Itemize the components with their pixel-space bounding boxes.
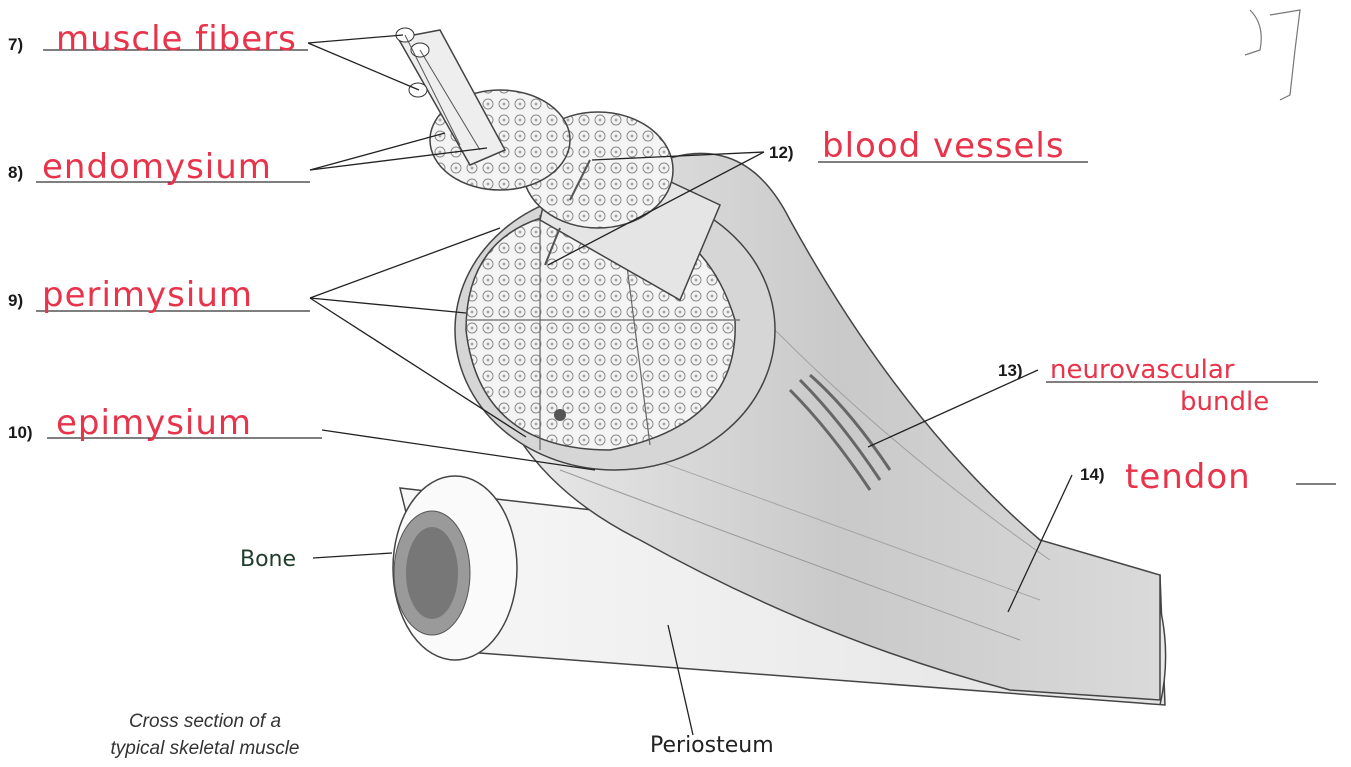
label-8: 8) endomysium bbox=[8, 147, 310, 187]
periosteum-label-text: Periosteum bbox=[650, 733, 774, 758]
caption-line-1: Cross section of a bbox=[129, 711, 281, 732]
bone-label-text: Bone bbox=[240, 547, 296, 572]
label-9-number: 9) bbox=[8, 291, 23, 310]
label-7-number: 7) bbox=[8, 35, 23, 54]
label-7: 7) muscle fibers bbox=[8, 19, 308, 59]
caption-line-2: typical skeletal muscle bbox=[110, 738, 299, 759]
label-14: 14) tendon bbox=[1080, 457, 1336, 497]
label-13-answer-line2: bundle bbox=[1180, 387, 1269, 417]
caption: Cross section of a typical skeletal musc… bbox=[110, 711, 299, 759]
label-12: 12) blood vessels bbox=[769, 126, 1088, 166]
label-12-number: 12) bbox=[769, 143, 794, 162]
label-8-answer: endomysium bbox=[42, 147, 272, 187]
label-13-answer-line1: neurovascular bbox=[1050, 355, 1235, 385]
label-9: 9) perimysium bbox=[8, 275, 310, 315]
label-10-answer: epimysium bbox=[56, 403, 252, 443]
periosteum-label: Periosteum bbox=[650, 733, 774, 758]
label-13-number: 13) bbox=[998, 361, 1023, 380]
label-10: 10) epimysium bbox=[8, 403, 322, 443]
label-9-answer: perimysium bbox=[42, 275, 253, 315]
label-13: 13) neurovascular bundle bbox=[998, 355, 1318, 417]
label-14-number: 14) bbox=[1080, 465, 1105, 484]
label-12-answer: blood vessels bbox=[822, 126, 1065, 166]
corner-sketch bbox=[1245, 10, 1300, 100]
label-14-answer: tendon bbox=[1125, 457, 1251, 497]
bone-label: Bone bbox=[240, 547, 296, 572]
label-7-answer: muscle fibers bbox=[56, 19, 297, 59]
label-8-number: 8) bbox=[8, 163, 23, 182]
label-10-number: 10) bbox=[8, 423, 33, 442]
